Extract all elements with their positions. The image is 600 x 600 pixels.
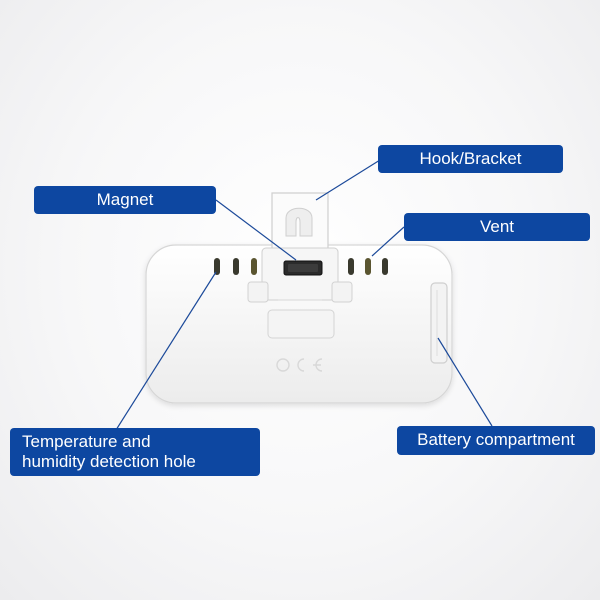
vent-slots — [348, 258, 388, 275]
detection-holes — [214, 258, 257, 275]
label-temperature-humidity-hole: Temperature and humidity detection hole — [10, 428, 260, 476]
label-temperature-line1: Temperature and — [22, 431, 151, 451]
label-battery-text: Battery compartment — [417, 430, 575, 450]
label-temperature-line2: humidity detection hole — [22, 452, 196, 471]
leader-line-battery — [437, 337, 493, 427]
leader-line-hook — [315, 159, 381, 201]
label-magnet: Magnet — [34, 186, 216, 214]
leader-line-magnet — [215, 199, 297, 261]
leader-lines — [115, 159, 493, 431]
label-hook-bracket: Hook/Bracket — [378, 145, 563, 173]
label-hook-bracket-text: Hook/Bracket — [419, 148, 522, 168]
leader-line-vent — [371, 226, 405, 257]
label-battery-compartment: Battery compartment — [397, 426, 595, 455]
label-vent-text: Vent — [479, 216, 515, 236]
certification-marks — [276, 358, 323, 372]
label-magnet-text: Magnet — [96, 189, 154, 209]
leader-line-temperature — [115, 271, 217, 431]
label-vent: Vent — [404, 213, 590, 241]
battery-compartment — [430, 282, 448, 364]
